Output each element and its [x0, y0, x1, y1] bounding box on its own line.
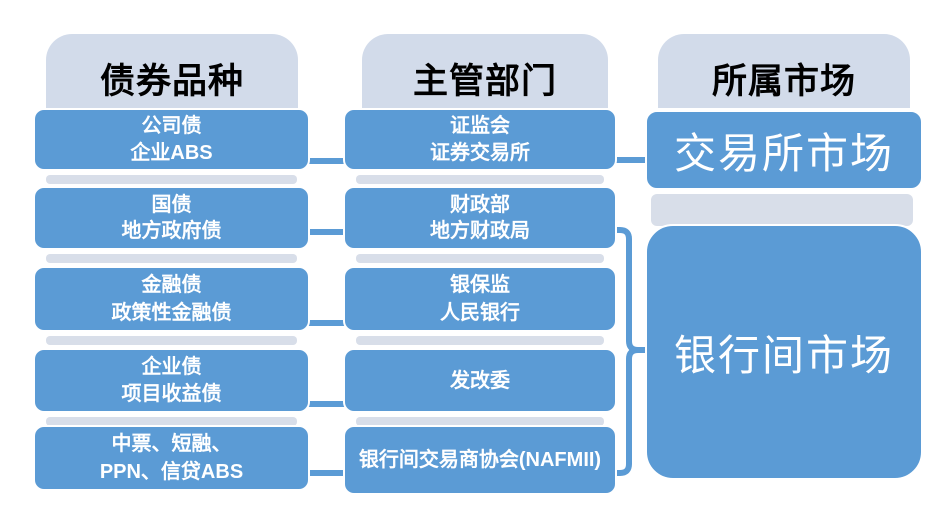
column-header-markets-label: 所属市场: [711, 61, 856, 101]
bond-box-corporate: 公司债 企业ABS: [33, 108, 310, 171]
back-strip: [46, 254, 297, 263]
regulator-box-cbirc-pboc: 银保监 人民银行: [343, 266, 617, 332]
bond-box-mtn-scp: 中票、短融、 PPN、信贷ABS: [33, 425, 310, 491]
bond-box-government-line1: 国债: [151, 193, 192, 216]
bond-box-government-line2: 地方政府债: [121, 220, 222, 243]
column-header-bond-types-label: 债券品种: [99, 61, 244, 101]
regulator-box-nafmii-line1: 银行间交易商协会(NAFMII): [358, 449, 602, 471]
market-box-interbank-label: 银行间市场: [673, 333, 894, 380]
regulator-box-csrc-line1: 证监会: [450, 115, 510, 138]
back-strip: [356, 175, 604, 184]
bond-box-enterprise-line2: 项目收益债: [121, 383, 222, 405]
connector-nafmii-to-interbank: [611, 347, 650, 476]
column-header-regulators: 主管部门: [362, 34, 608, 108]
back-strip: [46, 417, 297, 426]
back-strip: [356, 336, 604, 345]
bond-box-corporate-line1: 公司债: [141, 115, 202, 138]
regulator-box-mof-line2: 地方财政局: [430, 220, 530, 243]
regulator-box-nafmii: 银行间交易商协会(NAFMII): [343, 425, 617, 495]
bond-box-mtn-scp-line1: 中票、短融、: [111, 433, 232, 456]
bond-box-government: 国债 地方政府债: [33, 186, 310, 250]
regulator-box-cbirc-line1: 银保监: [450, 274, 510, 297]
bond-box-financial-line1: 金融债: [141, 274, 202, 297]
bond-box-enterprise-line1: 企业债: [141, 356, 202, 378]
regulator-box-csrc-line2: 证券交易所: [430, 141, 530, 164]
column-header-regulators-label: 主管部门: [412, 61, 557, 101]
market-box-interbank: 银行间市场: [645, 224, 923, 480]
regulator-box-cbirc-line2: 人民银行: [440, 301, 520, 324]
market-box-exchange: 交易所市场: [645, 110, 923, 190]
back-strip-interbank: [651, 194, 913, 226]
bond-box-enterprise: 企业债 项目收益债: [33, 348, 310, 413]
bond-box-financial-line2: 政策性金融债: [111, 301, 232, 324]
column-header-bond-types: 债券品种: [46, 34, 298, 108]
back-strip: [356, 417, 604, 426]
regulator-box-mof-line1: 财政部: [450, 193, 510, 216]
regulator-box-mof: 财政部 地方财政局: [343, 186, 617, 250]
back-strip: [46, 175, 297, 184]
bond-box-mtn-scp-line2: PPN、信贷ABS: [99, 460, 244, 483]
regulator-box-ndrc-line1: 发改委: [450, 369, 510, 392]
back-strip: [46, 336, 297, 345]
regulator-box-csrc: 证监会 证券交易所: [343, 108, 617, 171]
column-header-markets: 所属市场: [658, 34, 910, 108]
regulator-box-ndrc: 发改委: [343, 348, 617, 413]
bond-box-financial: 金融债 政策性金融债: [33, 266, 310, 332]
back-strip: [356, 254, 604, 263]
market-box-exchange-label: 交易所市场: [673, 131, 894, 178]
bond-box-corporate-line2: 企业ABS: [130, 141, 213, 164]
